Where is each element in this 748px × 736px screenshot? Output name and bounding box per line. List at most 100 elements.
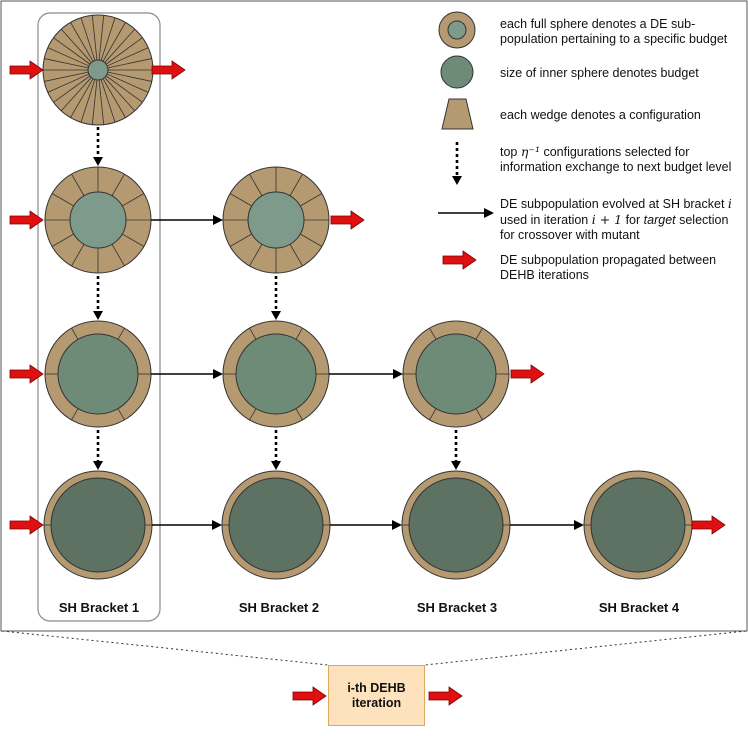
bracket3-level2-sphere [401, 470, 511, 580]
bracket1-level1-sphere [42, 14, 154, 126]
wedge-divider [102, 22, 126, 62]
bracket-label-2: SH Bracket 2 [238, 600, 320, 615]
legend-wedge-text: each wedge denotes a configuration [500, 108, 701, 122]
wedge-divider [249, 408, 257, 421]
main-frame [0, 0, 748, 632]
inner-sphere-icon [440, 55, 474, 89]
red-arrow-out-bracket2 [330, 210, 365, 230]
wedge-divider [60, 77, 92, 112]
legend-red-arrow-text: DE subpopulation propagated between DEHB… [500, 253, 717, 282]
wedge-divider [98, 15, 105, 61]
wedge-divider [475, 408, 483, 421]
wedge-divider [80, 79, 96, 123]
dotted-head [451, 461, 461, 470]
dotted-head [93, 157, 103, 166]
wedge-divider [71, 408, 79, 421]
inner-sphere [50, 477, 146, 573]
dotted-arrow-b1-2-3 [93, 276, 103, 320]
red-arrow-in-row3 [9, 364, 44, 384]
wedge-divider [300, 233, 323, 247]
wedge-divider [53, 37, 91, 65]
wedge-divider [71, 244, 85, 267]
wedge-divider [289, 173, 303, 196]
legend-black-arrow-text: DE subpopulation evolved at SH bracket i… [500, 196, 732, 242]
red-arrow-shape [330, 210, 365, 230]
red-arrow-in-row2 [9, 210, 44, 230]
red-arrow-shape [9, 364, 44, 384]
bracket3-level1-sphere [402, 320, 510, 428]
red-arrow-shape [9, 210, 44, 230]
wedge-divider [289, 244, 303, 267]
dotted-head [271, 311, 281, 320]
wedge-divider [104, 28, 136, 63]
red-arrow-in-row4 [9, 515, 44, 535]
bracket2-level1-sphere [222, 166, 330, 274]
wedge-divider [51, 233, 74, 247]
wedge-divider [107, 71, 152, 82]
wedge-divider [295, 408, 303, 421]
wedge-divider [71, 327, 79, 340]
legend-inner-sphere-text: size of inner sphere denotes budget [500, 66, 699, 80]
bracket-1-highlight [37, 12, 161, 622]
bracket1-level2-sphere [44, 166, 152, 274]
wedge-divider [100, 17, 116, 61]
red-arrow-shape [9, 60, 44, 80]
wedge-divider [106, 73, 149, 93]
wedge-divider [300, 193, 323, 207]
wedge-divider [429, 327, 437, 340]
bracket2-level2-sphere [222, 320, 330, 428]
wedge-divider [122, 233, 145, 247]
inner-sphere [87, 59, 109, 81]
wedge-divider [111, 244, 125, 267]
bracket1-level3-sphere [44, 320, 152, 428]
red-arrow-icon [442, 250, 477, 270]
red-arrow-shape [442, 250, 477, 270]
wedge-divider [122, 193, 145, 207]
wedge-divider [105, 37, 143, 65]
bracket-label-1: SH Bracket 1 [58, 600, 140, 615]
dotted-arrow-b2-1-2 [271, 276, 281, 320]
red-arrow-out-bracket3 [510, 364, 545, 384]
inner-sphere [69, 191, 127, 249]
red-arrow-shape [9, 515, 44, 535]
zoom-line-left [1, 630, 329, 666]
wedge-divider [47, 47, 90, 67]
wedge-divider [71, 173, 85, 196]
red-arrow-into-iteration [292, 686, 327, 706]
inner-sphere [235, 333, 317, 415]
inner-sphere [228, 477, 324, 573]
bracket-label-4: SH Bracket 4 [598, 600, 680, 615]
wedge-icon [441, 98, 474, 130]
wedge-divider [111, 173, 125, 196]
dotted-head [93, 461, 103, 470]
red-arrow-out-bracket4 [691, 515, 726, 535]
dotted-arrow-b2-2-3 [271, 430, 281, 470]
wedge-divider [44, 58, 89, 69]
wedge-divider [100, 79, 116, 123]
legend-full-sphere-text: each full sphere denotes a DE sub-popula… [500, 17, 728, 46]
wedge-divider [70, 22, 94, 62]
dotted-head [93, 311, 103, 320]
red-arrow-shape [292, 686, 327, 706]
wedge-divider [91, 79, 98, 125]
wedge-divider [117, 327, 125, 340]
wedge-divider [47, 73, 90, 93]
dotted-head [271, 461, 281, 470]
wedge-divider [429, 408, 437, 421]
wedge-divider [70, 78, 94, 118]
wedge-divider [60, 28, 92, 63]
wedge-divider [249, 173, 263, 196]
wedge-divider [80, 17, 96, 61]
wedge-divider [106, 47, 149, 67]
wedge-divider [117, 408, 125, 421]
dotted-arrow-b1-3-4 [93, 430, 103, 470]
dotted-arrow-b1-1-2 [93, 127, 103, 166]
wedge-divider [229, 233, 252, 247]
wedge-divider [104, 77, 136, 112]
wedge-divider [249, 244, 263, 267]
red-arrow-in-row1 [9, 60, 44, 80]
legend-dotted-arrow-text: top η⁻¹ configurations selected for info… [500, 144, 732, 174]
red-arrow-out-of-iteration [428, 686, 463, 706]
wedge-divider [91, 15, 98, 61]
wedge-divider [102, 78, 126, 118]
